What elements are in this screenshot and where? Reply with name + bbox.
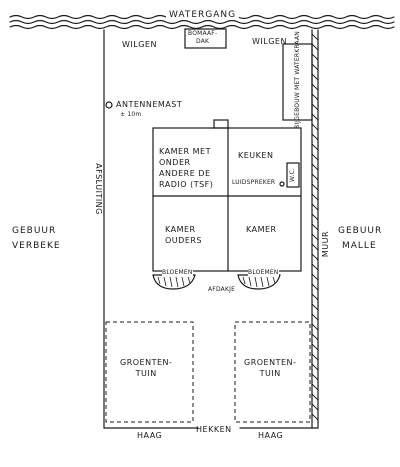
flowers-left-label: BLOEMEN: [162, 269, 193, 276]
speaker-marker: [279, 181, 285, 187]
willows-right-label: WILGEN: [252, 37, 287, 46]
wc-box: [286, 162, 300, 188]
neighbour-right-line2: MALLE: [342, 241, 377, 251]
flowerbed-hatching: [157, 276, 276, 288]
room-other-label: KAMER: [246, 225, 277, 234]
bunker-box: [184, 28, 227, 49]
garden-left-label: GROENTEN- TUIN: [120, 358, 173, 378]
water-wave-mid: [9, 19, 395, 25]
antenna-marker: [105, 101, 113, 109]
gate-label: HEKKEN: [196, 425, 232, 434]
garden-right-label: GROENTEN- TUIN: [244, 358, 297, 378]
garden-plot-right: [234, 321, 311, 423]
outbuilding-box: [282, 43, 313, 121]
bunker-label-line2: DAK: [196, 38, 210, 45]
fence-label: AFSLUITING: [94, 163, 103, 215]
willows-left-label: WILGEN: [122, 40, 157, 49]
neighbour-left-line1: GEBUUR: [12, 226, 57, 236]
antenna-label: ANTENNEMAST: [116, 100, 183, 109]
neighbour-left-line2: VERBEKE: [12, 241, 61, 251]
flowers-right-label: BLOEMEN: [248, 269, 279, 276]
house-top-notch: [213, 119, 229, 129]
hedge-right-label: HAAG: [258, 431, 284, 440]
antenna-height-label: ± 10m: [120, 111, 142, 118]
speaker-label: LUIDSPREKER: [232, 179, 276, 186]
hedge-left-label: HAAG: [137, 431, 163, 440]
water-label: WATERGANG: [166, 11, 240, 20]
room-radio-label: KAMER MET ONDER ANDERE DE RADIO (TSF): [159, 147, 214, 189]
wc-label: W.C.: [289, 167, 296, 183]
terrace-label: AFDAKJE: [208, 286, 236, 293]
wall-label: MUUR: [321, 230, 330, 258]
outbuilding-label: BIJGEBOUW MET WATERKRAAN: [294, 31, 301, 129]
bunker-label-line1: BOMAAF-: [188, 30, 218, 37]
room-parents-label: KAMER OUDERS: [165, 225, 203, 245]
flowerbed-right: [237, 274, 281, 290]
water-wave-bottom: [9, 24, 395, 30]
neighbour-right-line1: GEBUUR: [338, 226, 383, 236]
wall-hatching: [311, 33, 319, 421]
room-kitchen-label: KEUKEN: [238, 151, 274, 160]
garden-plot-left: [105, 321, 194, 423]
flowerbed-left: [152, 274, 196, 290]
